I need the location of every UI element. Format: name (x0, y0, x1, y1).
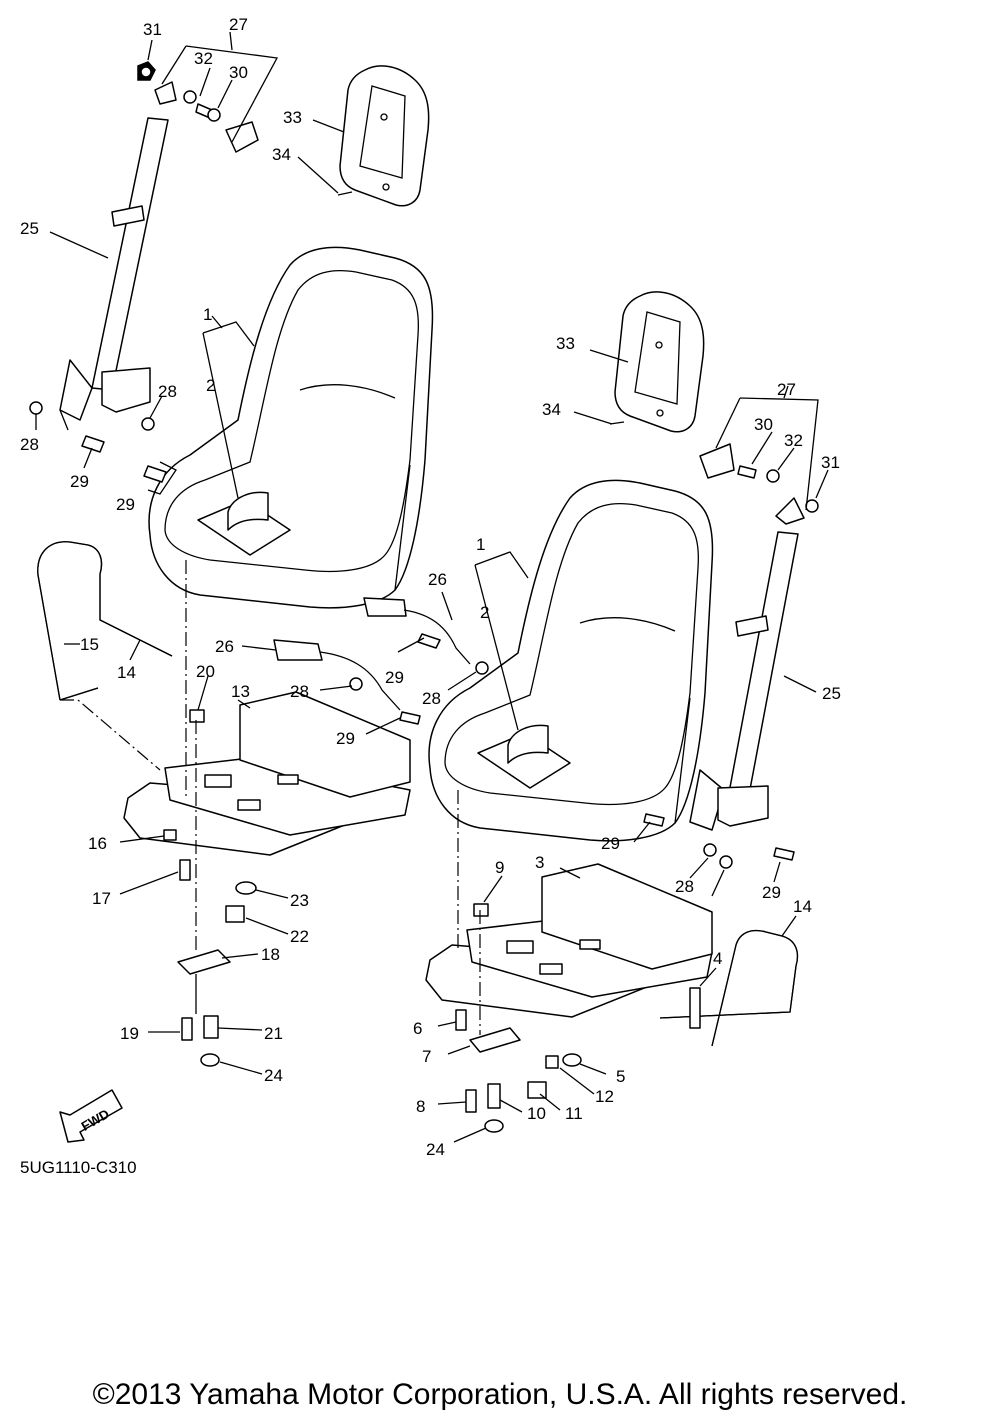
label-17: 17 (92, 889, 111, 908)
label-14-right: 14 (793, 897, 812, 916)
label-34-lower: 34 (542, 400, 561, 419)
label-31-lower: 31 (821, 453, 840, 472)
label-3: 3 (535, 853, 544, 872)
label-19: 19 (120, 1024, 139, 1043)
right-seat-belt (689, 531, 799, 831)
copyright-notice: ©2013 Yamaha Motor Corporation, U.S.A. A… (92, 1378, 908, 1411)
left-seat-belt (59, 117, 169, 431)
label-28-buckle-left: 28 (290, 682, 309, 701)
label-13: 13 (231, 682, 250, 701)
label-8: 8 (416, 1097, 425, 1116)
left-buckle (273, 639, 401, 711)
label-28-upper-right: 28 (158, 382, 177, 401)
label-5: 5 (616, 1067, 625, 1086)
label-20: 20 (196, 662, 215, 681)
label-10: 10 (527, 1104, 546, 1123)
label-29-upper-left: 29 (70, 472, 89, 491)
label-24-left: 24 (264, 1066, 283, 1085)
label-15: 15 (80, 635, 99, 654)
label-24-right: 24 (426, 1140, 445, 1159)
label-28-upper-left: 28 (20, 435, 39, 454)
leader-lines (35, 31, 829, 1143)
label-28-right-belt-upper: 28 (675, 877, 694, 896)
right-buckle (363, 597, 471, 665)
right-seat-frame (425, 863, 713, 1018)
left-grab-bar (37, 541, 173, 701)
label-33-lower: 33 (556, 334, 575, 353)
label-6: 6 (413, 1019, 422, 1038)
label-18: 18 (261, 945, 280, 964)
part-labels: 31 27 32 30 33 34 25 1 2 28 28 29 29 33 … (20, 15, 841, 1177)
label-33-upper: 33 (283, 108, 302, 127)
label-11: 11 (565, 1104, 583, 1123)
label-1-right: 1 (476, 535, 485, 554)
alignment-lines (60, 560, 481, 1035)
label-26-right: 26 (428, 570, 447, 589)
label-9: 9 (495, 858, 504, 877)
label-12: 12 (595, 1087, 614, 1106)
lower-headrest-pad (614, 291, 705, 433)
right-seat (428, 479, 714, 842)
label-27-lower: 27 (777, 380, 796, 399)
label-16: 16 (88, 834, 107, 853)
label-34-upper: 34 (272, 145, 291, 164)
label-30-upper: 30 (229, 63, 248, 82)
label-7: 7 (422, 1047, 431, 1066)
label-30-lower: 30 (754, 415, 773, 434)
label-25-left: 25 (20, 219, 39, 238)
label-2-right: 2 (480, 603, 489, 622)
left-seat (148, 246, 434, 609)
label-14-left: 14 (117, 663, 136, 682)
label-21: 21 (264, 1024, 283, 1043)
left-seat-frame (123, 691, 411, 856)
label-22: 22 (290, 927, 309, 946)
label-26-left: 26 (215, 637, 234, 656)
label-29-right-belt-right: 29 (762, 883, 781, 902)
label-32-lower: 32 (784, 431, 803, 450)
label-29-buckle-upper: 29 (385, 668, 404, 687)
label-23: 23 (290, 891, 309, 910)
label-4: 4 (713, 949, 722, 968)
label-27-upper: 27 (229, 15, 248, 34)
label-29-right-belt-left: 29 (601, 834, 620, 853)
label-32-upper: 32 (194, 49, 213, 68)
label-29-buckle-lower: 29 (336, 729, 355, 748)
label-31-upper: 31 (143, 20, 162, 39)
label-2-left: 2 (206, 376, 215, 395)
label-1-left: 1 (203, 305, 212, 324)
diagram-code: 5UG1110-C310 (20, 1158, 137, 1177)
hardware (29, 61, 819, 1133)
label-28-buckle-right: 28 (422, 689, 441, 708)
upper-headrest-pad (339, 65, 430, 207)
label-25-right: 25 (822, 684, 841, 703)
label-29-upper-right: 29 (116, 495, 135, 514)
fwd-arrow: FWD (59, 1089, 123, 1143)
